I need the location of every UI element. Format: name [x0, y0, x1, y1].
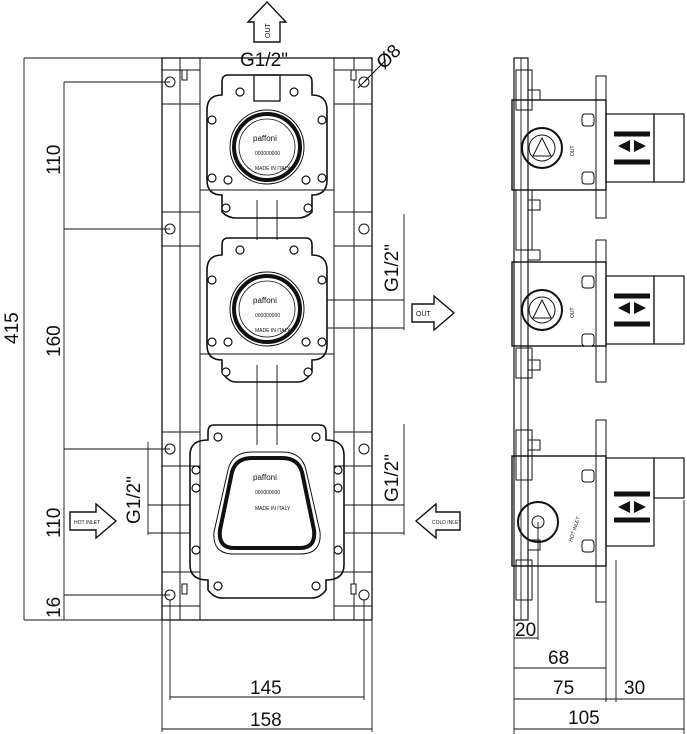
side-hot-inlet-label: HOT INLET: [568, 516, 582, 543]
upper-screws: [207, 87, 327, 213]
upper-diverter-module: paffoni 000000000 MADE IN ITALY: [206, 74, 328, 219]
hot-thread-label: G1/2": [124, 476, 145, 524]
upper-cartridge-ring: [232, 112, 302, 182]
lower-cartridge-shield: [217, 456, 317, 550]
center-struts: [200, 189, 334, 445]
top-out-label: OUT: [265, 23, 272, 39]
bracket-tabs: [161, 69, 373, 607]
front-horizontal-dimensions: [161, 600, 373, 732]
dim-30: 30: [624, 678, 645, 699]
middle-thread-label: G1/2": [382, 244, 403, 292]
lower-origin-stamp: MADE IN ITALY: [255, 506, 291, 512]
upper-code-stamp: 000000000: [255, 151, 280, 157]
cold-inlet-callout: COLD INLET G1/2": [344, 424, 461, 540]
side-dimensions: [513, 500, 685, 734]
rail-left: [179, 57, 201, 621]
dim-110-upper: 110: [44, 145, 65, 175]
lower-body-outline: [189, 424, 345, 599]
slot-holes: [164, 69, 370, 601]
middle-out-callout: OUT G1/2": [327, 214, 456, 332]
lower-mixer-module: paffoni 000000000 MADE IN ITALY: [189, 424, 345, 599]
dim-110-lower: 110: [44, 508, 65, 538]
upper-body-outline: [206, 74, 328, 219]
dim-20: 20: [515, 620, 536, 641]
front-vertical-dimensions: [23, 57, 170, 621]
middle-cartridge-ring: [232, 274, 302, 344]
middle-code-stamp: 000000000: [255, 313, 280, 319]
dim-415: 415: [2, 312, 23, 344]
dim-75: 75: [553, 678, 574, 699]
middle-out-label: OUT: [416, 311, 432, 318]
top-out-arrow: OUT: [246, 0, 288, 43]
side-lower-module: HOT INLET: [511, 419, 685, 603]
cold-inlet-label: COLD INLET: [432, 520, 461, 526]
lower-code-stamp: 000000000: [255, 490, 280, 496]
side-view: OUT OUT: [511, 57, 685, 734]
cold-thread-label: G1/2": [382, 454, 403, 502]
middle-origin-stamp: MADE IN ITALY: [255, 328, 291, 334]
middle-diverter-module: paffoni 000000000 MADE IN ITALY: [206, 237, 328, 383]
middle-brand-stamp: paffoni: [253, 296, 277, 305]
side-upper-out-label: OUT: [570, 145, 576, 156]
dim-16: 16: [44, 597, 65, 618]
hole-diameter-callout: Ø8: [357, 41, 405, 89]
dim-105: 105: [568, 708, 600, 729]
top-thread-label: G1/2": [240, 50, 288, 71]
upper-brand-stamp: paffoni: [253, 134, 277, 143]
hot-inlet-callout: HOT INLET G1/2": [69, 442, 190, 540]
mounting-plate: [161, 57, 373, 621]
side-middle-out-label: OUT: [570, 307, 576, 318]
rail-right: [333, 57, 355, 621]
middle-screws: [207, 245, 327, 377]
dim-68: 68: [548, 648, 569, 669]
upper-origin-stamp: MADE IN ITALY: [255, 166, 291, 172]
dim-158: 158: [250, 710, 282, 731]
lower-brand-stamp: paffoni: [253, 473, 277, 482]
side-middle-module: OUT: [511, 239, 685, 383]
upper-outlet-neck: [253, 74, 281, 102]
lower-screws: [191, 432, 343, 591]
dim-145: 145: [250, 678, 282, 699]
hot-inlet-label: HOT INLET: [74, 520, 100, 526]
front-view: paffoni 000000000 MADE IN ITALY paffoni …: [2, 0, 461, 732]
side-upper-module: OUT: [511, 75, 685, 219]
dim-160: 160: [44, 325, 65, 357]
middle-body-outline: [206, 237, 328, 383]
